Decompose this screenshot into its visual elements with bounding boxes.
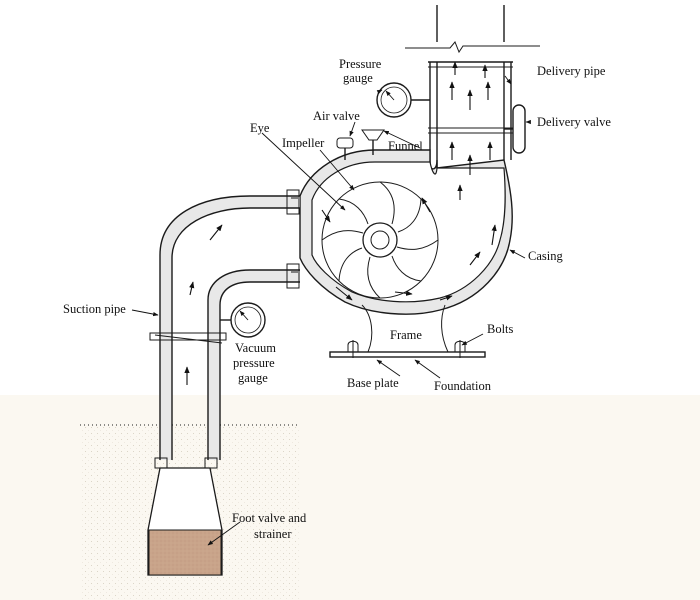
foot-valve-strainer [147,467,223,576]
label-pressure-gauge-2: gauge [343,71,373,85]
flow-arrows [184,61,497,385]
label-funnel: Funnel [388,139,423,153]
label-foot-valve-2: strainer [254,527,292,541]
label-pressure-gauge-1: Pressure [339,57,382,71]
label-delivery-pipe: Delivery pipe [537,64,606,78]
label-base-plate: Base plate [347,376,399,390]
bolt-left [347,340,359,358]
label-vacuum-gauge-2: pressure [233,356,275,370]
leader-lines [131,75,531,546]
label-foot-valve-1: Foot valve and [232,511,307,525]
label-eye: Eye [250,121,270,135]
bolt-right [454,340,466,358]
delivery-pipe [405,5,540,168]
vacuum-gauge [220,302,266,338]
label-suction-pipe: Suction pipe [63,302,126,316]
label-vacuum-gauge-3: gauge [238,371,268,385]
label-casing: Casing [528,249,563,263]
labels: Pressure gauge Air valve Eye Impeller Fu… [63,57,611,541]
label-bolts: Bolts [487,322,514,336]
ground-area [0,395,700,600]
label-frame: Frame [390,328,422,342]
suction-pipe [149,189,300,469]
delivery-valve [504,104,526,154]
label-delivery-valve: Delivery valve [537,115,611,129]
label-impeller: Impeller [282,136,325,150]
label-air-valve: Air valve [313,109,360,123]
impeller [321,181,439,299]
air-valve [336,137,354,160]
label-vacuum-gauge-1: Vacuum [235,341,276,355]
pressure-gauge [376,82,430,118]
funnel [361,129,385,155]
label-foundation: Foundation [434,379,492,393]
